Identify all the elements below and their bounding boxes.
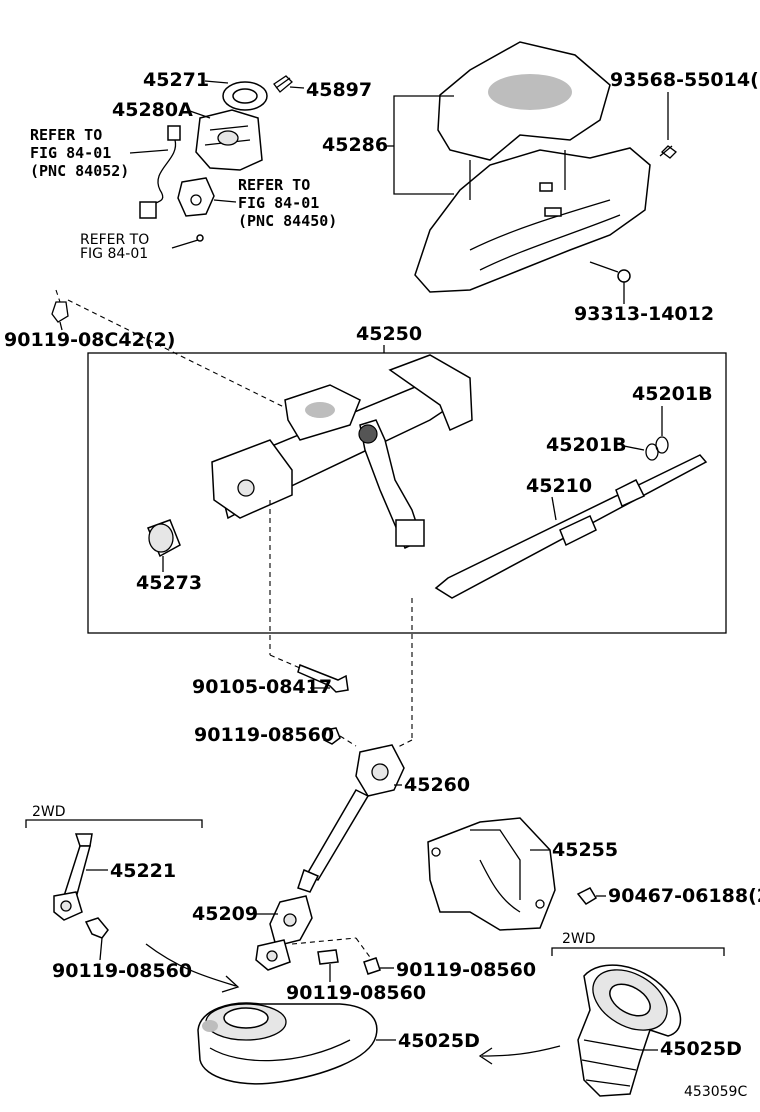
note-refer-fig-84-01-a-line2: FIG 84-01 — [30, 144, 111, 162]
note-refer-fig-84-01-a-line3: (PNC 84052) — [30, 162, 129, 180]
label-90467-06188: 90467-06188(2) — [608, 885, 760, 907]
label-45210: 45210 — [526, 475, 592, 497]
column-hole-cover-drawing — [427, 817, 598, 931]
label-45025D-left: 45025D — [398, 1030, 480, 1052]
note-refer-fig-84-01-c-line2: FIG 84-01 — [80, 246, 148, 262]
label-45209: 45209 — [192, 903, 258, 925]
steering-column-tube-drawing — [146, 354, 708, 599]
label-45273: 45273 — [136, 572, 202, 594]
label-90119-08560-bottom: 90119-08560 — [286, 982, 426, 1004]
steering-boot-2wd-drawing — [577, 964, 682, 1097]
note-refer-fig-84-01-b-line1: REFER TO — [238, 176, 310, 194]
column-cover-drawing — [414, 41, 677, 293]
label-45221: 45221 — [110, 860, 176, 882]
universal-joint-drawing — [255, 895, 313, 971]
steering-shaft-2wd-drawing — [53, 833, 109, 939]
label-45201B-lower: 45201B — [546, 434, 627, 456]
intermediate-shaft-drawing — [297, 744, 405, 893]
label-2wd-left: 2WD — [32, 804, 66, 820]
label-90119-08560-2wd: 90119-08560 — [52, 960, 192, 982]
label-93568-55014: 93568-55014(2) — [610, 69, 760, 91]
label-90119-08560-top: 90119-08560 — [194, 724, 334, 746]
steering-gear-boot-drawing — [197, 1002, 378, 1085]
label-45025D-right: 45025D — [660, 1038, 742, 1060]
label-45201B-upper: 45201B — [632, 383, 713, 405]
label-45255: 45255 — [552, 839, 618, 861]
label-90119-08C42: 90119-08C42(2) — [4, 329, 175, 351]
label-90105-08417: 90105-08417 — [192, 676, 332, 698]
ignition-switch-assembly-drawing — [139, 75, 293, 242]
note-refer-fig-84-01-b-line3: (PNC 84450) — [238, 212, 337, 230]
note-refer-fig-84-01-c-line1: REFER TO — [80, 232, 149, 248]
figure-id: 453059C — [684, 1084, 747, 1100]
label-2wd-right: 2WD — [562, 931, 596, 947]
label-45260: 45260 — [404, 774, 470, 796]
label-45280A: 45280A — [112, 99, 193, 121]
note-refer-fig-84-01-a-line1: REFER TO — [30, 126, 102, 144]
column-assembly-box — [87, 352, 727, 634]
label-90119-08560-right: 90119-08560 — [396, 959, 536, 981]
note-refer-fig-84-01-b-line2: FIG 84-01 — [238, 194, 319, 212]
label-93313-14012: 93313-14012 — [574, 303, 714, 325]
label-45250: 45250 — [356, 323, 422, 345]
label-45271: 45271 — [143, 69, 209, 91]
label-45897: 45897 — [306, 79, 372, 101]
label-45286: 45286 — [322, 134, 388, 156]
